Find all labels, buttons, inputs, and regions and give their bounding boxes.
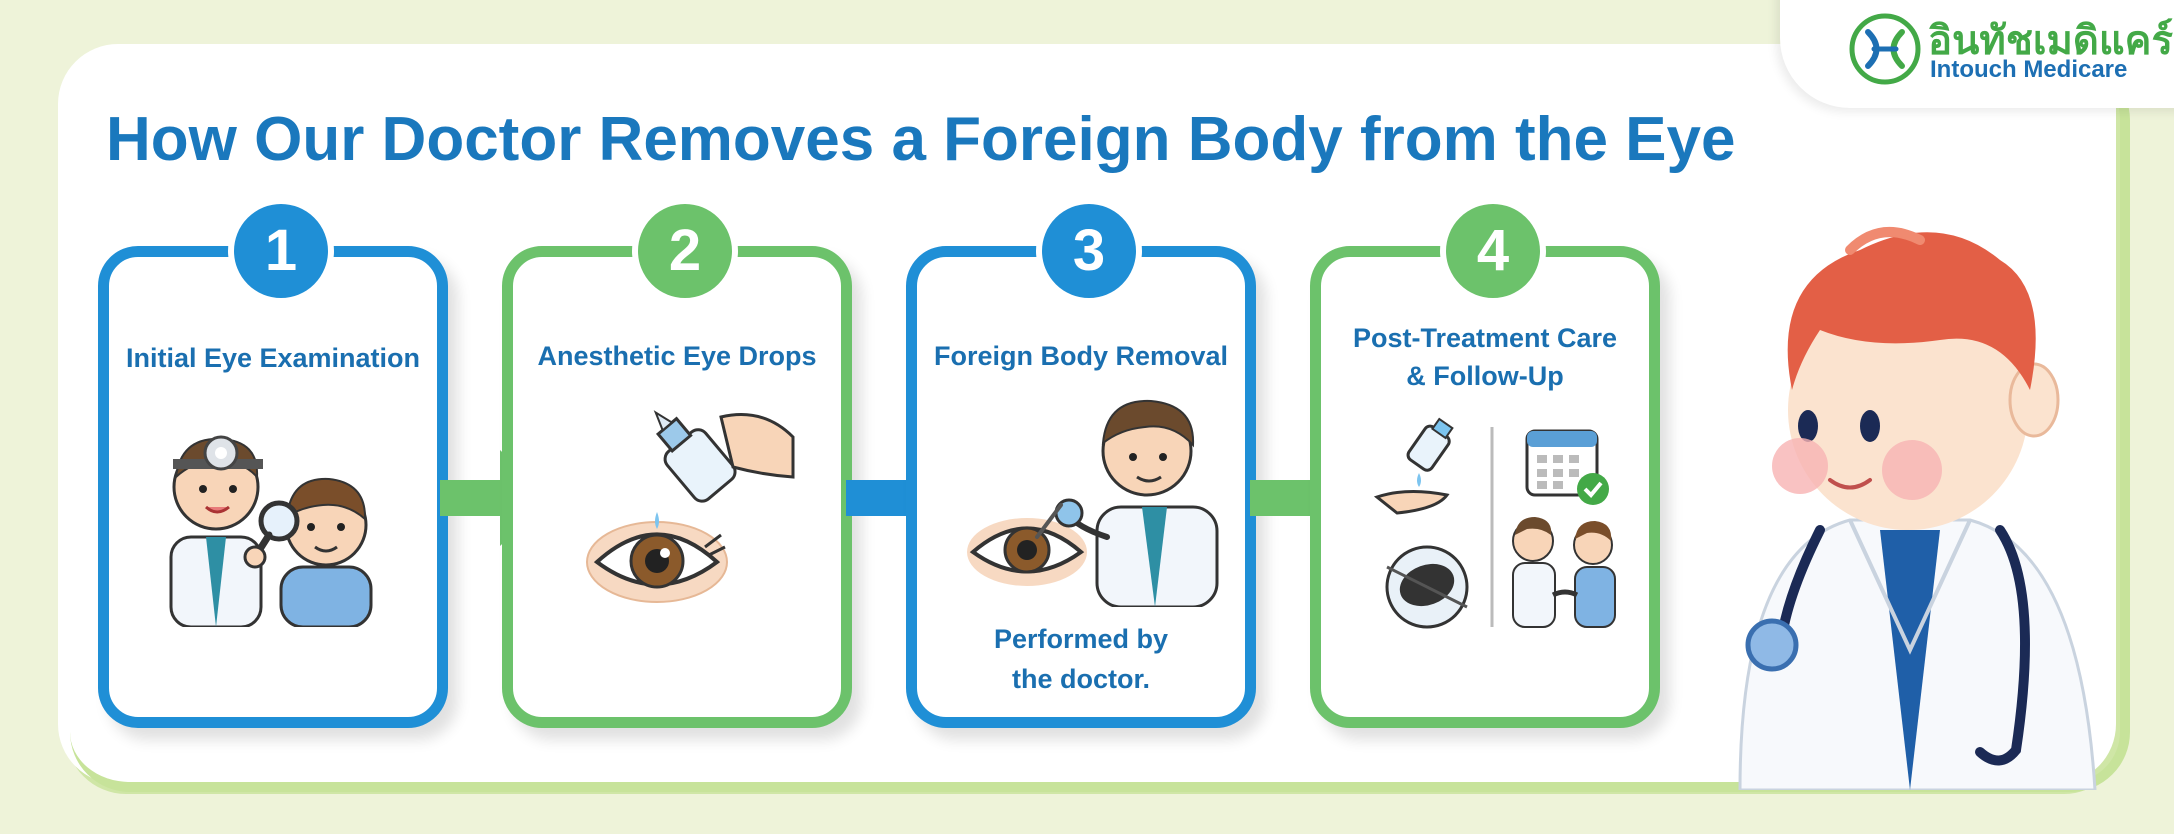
brand-english-name: Intouch Medicare (1930, 56, 2128, 83)
step-card-2: Anesthetic Eye Drops (502, 246, 852, 728)
step-4-title-line-1: Post-Treatment Care (1352, 323, 1618, 353)
step-1-title: Initial Eye Examination (125, 343, 421, 373)
step-2-badge: 2 (632, 198, 738, 304)
card-accent-border (70, 60, 2130, 792)
step-card-1: Initial Eye Examination (98, 246, 448, 728)
page-title: How Our Doctor Removes a Foreign Body fr… (106, 105, 1736, 174)
step-3-title: Foreign Body Removal (933, 341, 1229, 371)
doctor-examining-child-icon (169, 435, 373, 627)
doctor-mascot-icon (1738, 227, 2097, 790)
eye-drops-icon (586, 410, 795, 603)
step-card-4: Post-Treatment Care & Follow-Up (1310, 246, 1660, 728)
step-1-badge: 1 (228, 198, 334, 304)
brand-thai-name: อินทัชเมดิแคร์ (1928, 19, 2173, 63)
step-4-title-line-2: & Follow-Up (1406, 361, 1564, 391)
intouch-logo-icon (1849, 13, 1921, 85)
step-3-caption-line-2: the doctor. (1011, 664, 1150, 694)
step-2-title: Anesthetic Eye Drops (537, 341, 817, 371)
step-4-badge: 4 (1440, 198, 1546, 304)
follow-up-care-icon (1373, 417, 1616, 629)
step-card-3: Foreign Body Removal Performed by the do… (906, 246, 1256, 728)
doctor-removing-foreign-body-icon (967, 399, 1219, 607)
step-3-caption-line-1: Performed by (993, 624, 1169, 654)
logo-tab (1780, 0, 2174, 108)
step-3-badge: 3 (1036, 198, 1142, 304)
